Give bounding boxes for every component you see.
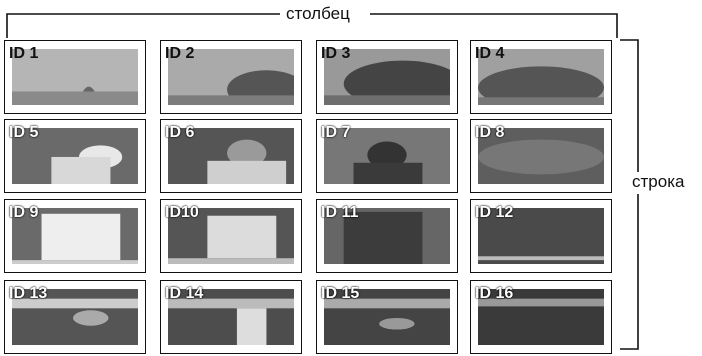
cell-image bbox=[478, 208, 604, 264]
cell-id-label: ID 15 bbox=[321, 285, 360, 302]
video-wall-cell: ID 7 bbox=[316, 119, 458, 193]
cell-id-label: ID 5 bbox=[9, 124, 39, 141]
cell-image bbox=[478, 128, 604, 184]
cell-id-label: ID 1 bbox=[9, 45, 39, 62]
cell-image bbox=[12, 128, 138, 184]
video-wall-cell: ID 3 bbox=[316, 40, 458, 114]
cell-id-label: ID 8 bbox=[475, 124, 505, 141]
cell-id-label: ID10 bbox=[165, 204, 199, 221]
cell-image bbox=[168, 49, 294, 105]
cell-image bbox=[12, 289, 138, 345]
video-wall-cell: ID 5 bbox=[4, 119, 146, 193]
video-wall-cell: ID 9 bbox=[4, 199, 146, 273]
cell-id-label: ID 4 bbox=[475, 45, 505, 62]
cell-id-label: ID 6 bbox=[165, 124, 195, 141]
cell-id-label: ID 7 bbox=[321, 124, 351, 141]
row-bracket bbox=[620, 39, 639, 350]
video-wall-cell: ID10 bbox=[160, 199, 302, 273]
video-wall-cell: ID 16 bbox=[470, 280, 612, 354]
cell-id-label: ID 2 bbox=[165, 45, 195, 62]
cell-image bbox=[478, 49, 604, 105]
video-wall-cell: ID 6 bbox=[160, 119, 302, 193]
video-wall-cell: ID 8 bbox=[470, 119, 612, 193]
cell-id-label: ID 14 bbox=[165, 285, 204, 302]
cell-image bbox=[324, 289, 450, 345]
video-wall-cell: ID 11 bbox=[316, 199, 458, 273]
video-wall-cell: ID 12 bbox=[470, 199, 612, 273]
cell-image bbox=[324, 128, 450, 184]
cell-id-label: ID 16 bbox=[475, 285, 514, 302]
cell-image bbox=[168, 289, 294, 345]
video-wall-cell: ID 1 bbox=[4, 40, 146, 114]
cell-id-label: ID 11 bbox=[321, 204, 359, 221]
cell-image bbox=[168, 208, 294, 264]
cell-image bbox=[168, 128, 294, 184]
video-wall-cell: ID 14 bbox=[160, 280, 302, 354]
cell-image bbox=[12, 208, 138, 264]
row-label: строка bbox=[632, 172, 685, 191]
cell-image bbox=[12, 49, 138, 105]
video-wall-cell: ID 4 bbox=[470, 40, 612, 114]
cell-id-label: ID 13 bbox=[9, 285, 48, 302]
video-wall-cell: ID 13 bbox=[4, 280, 146, 354]
cell-image bbox=[324, 49, 450, 105]
cell-id-label: ID 12 bbox=[475, 204, 514, 221]
video-wall-cell: ID 15 bbox=[316, 280, 458, 354]
column-label: столбец bbox=[282, 4, 354, 24]
video-wall-cell: ID 2 bbox=[160, 40, 302, 114]
cell-image bbox=[478, 289, 604, 345]
cell-id-label: ID 3 bbox=[321, 45, 351, 62]
cell-image bbox=[324, 208, 450, 264]
cell-id-label: ID 9 bbox=[9, 204, 39, 221]
